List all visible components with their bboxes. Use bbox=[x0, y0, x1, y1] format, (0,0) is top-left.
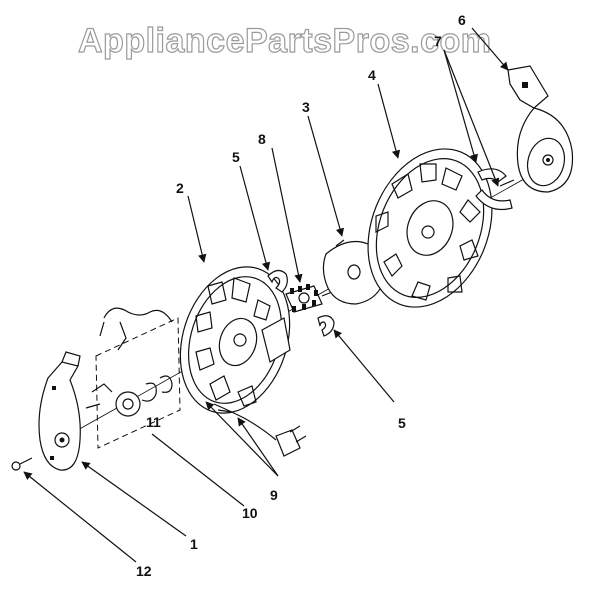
part-6-end-bracket bbox=[507, 65, 574, 193]
callout-12: 12 bbox=[136, 563, 152, 579]
watermark-text: AppliancePartsPros.com bbox=[78, 22, 491, 60]
part-8-gear bbox=[285, 284, 333, 313]
callout-5-lower: 5 bbox=[398, 415, 406, 431]
callout-11: 11 bbox=[146, 414, 161, 430]
callout-labels: 1 2 3 4 5 5 6 7 8 9 10 11 12 bbox=[136, 12, 466, 579]
callout-1: 1 bbox=[190, 536, 198, 552]
callout-5-upper: 5 bbox=[232, 149, 240, 165]
part-12-screw bbox=[11, 457, 33, 471]
part-2-wheel-plate bbox=[179, 266, 291, 414]
callout-10: 10 bbox=[242, 505, 258, 521]
part-5-clip-lower bbox=[317, 315, 335, 337]
part-10-wiring-group bbox=[85, 307, 181, 449]
callout-8: 8 bbox=[258, 131, 266, 147]
callout-9: 9 bbox=[270, 487, 278, 503]
leader-lines bbox=[23, 27, 509, 563]
callout-3: 3 bbox=[302, 99, 310, 115]
callout-2: 2 bbox=[176, 180, 184, 196]
callout-7: 7 bbox=[434, 33, 442, 49]
callout-6: 6 bbox=[458, 12, 466, 28]
part-11-clip bbox=[159, 375, 173, 393]
part-5-clip-upper bbox=[267, 269, 288, 293]
callout-4: 4 bbox=[368, 67, 376, 83]
part-1-end-bracket bbox=[38, 351, 81, 471]
part-4-reel bbox=[367, 148, 493, 308]
